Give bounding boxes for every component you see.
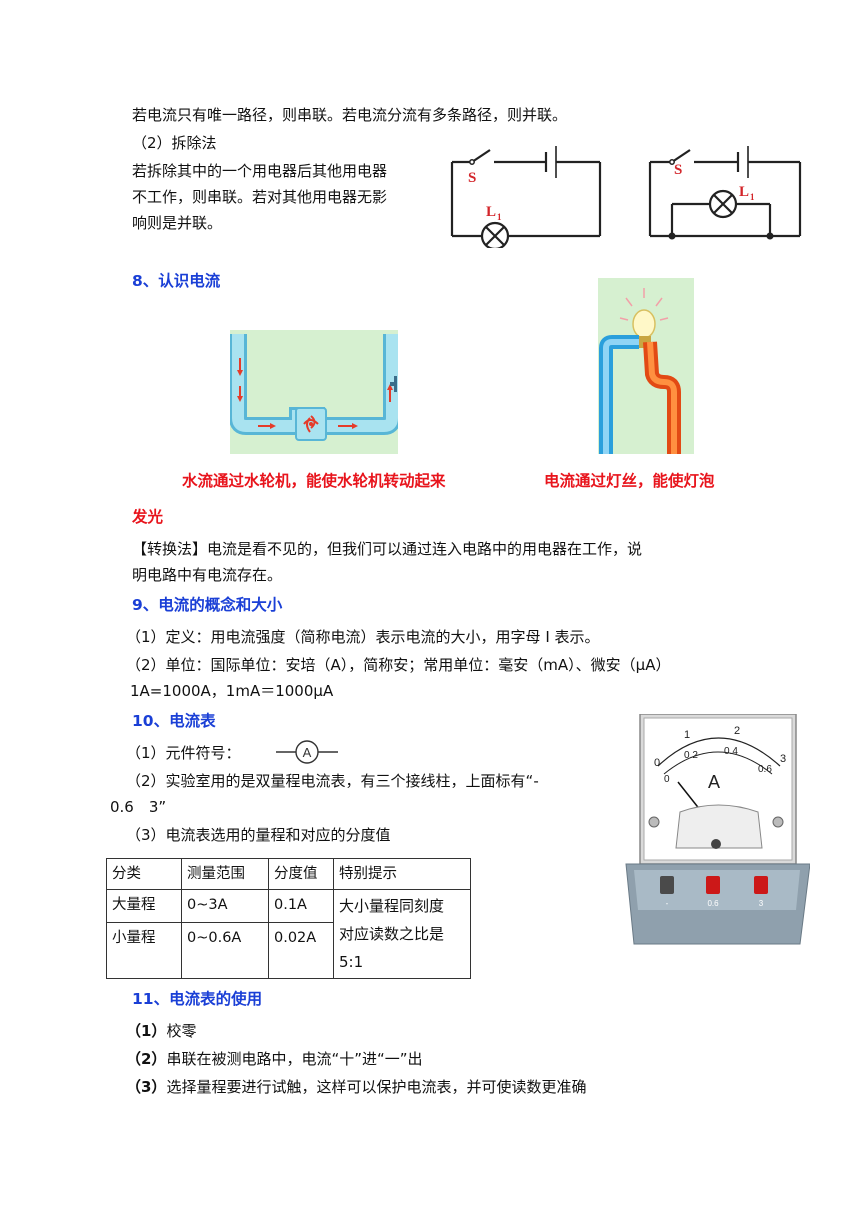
definition-line: （1）定义：用电流强度（简称电流）表示电流的大小，用字母 I 表示。: [126, 628, 600, 646]
table-cell: 0.1A: [268, 889, 334, 923]
table-cell: 0.02A: [268, 922, 334, 979]
ammeter-illustration: 0 1 2 3 0 0.2 0.4 0.6 A - 0.6 3: [625, 714, 810, 945]
removal-line-3: 响则是并联。: [132, 214, 223, 232]
lamp-subscript: 1: [497, 212, 502, 222]
scale-bottom-1: 0.2: [684, 750, 698, 761]
intro-line: 若电流只有唯一路径，则串联。若电流分流有多条路径，则并联。: [132, 106, 568, 124]
scale-bottom-3: 0.6: [758, 764, 772, 775]
range-table: 分类 测量范围 分度值 特别提示 大量程 0~3A 0.1A 大小量程同刻度 对…: [106, 858, 471, 979]
removal-line-2: 不工作，则串联。若对其他用电器无影: [132, 188, 388, 206]
terminals-line-b: 0.6 3”: [110, 798, 167, 816]
section-9-title: 9、电流的概念和大小: [132, 596, 283, 614]
table-note: 大小量程同刻度 对应读数之比是 5:1: [333, 889, 471, 979]
usage-item-3: （3）选择量程要进行试触，这样可以保护电流表，并可使读数更准确: [126, 1078, 587, 1096]
conversion-method-line-2: 明电路中有电流存在。: [132, 566, 283, 584]
table-header: 测量范围: [181, 858, 269, 890]
lamp-subscript: 1: [750, 192, 755, 202]
conversion-method-line-1: 【转换法】电流是看不见的，但我们可以通过连入电路中的用电器在工作，说: [132, 540, 643, 558]
water-wheel-illustration: [230, 330, 398, 454]
switch-label: S: [468, 170, 476, 186]
unit-line: （2）单位：国际单位：安培（A），简称安；常用单位：毫安（mA）、微安（μA）: [126, 656, 671, 674]
table-cell: 小量程: [106, 922, 182, 979]
usage-item-2: （2）串联在被测电路中，电流“十”进“一”出: [126, 1050, 423, 1068]
method-heading: （2）拆除法: [132, 134, 217, 152]
table-header: 特别提示: [333, 858, 471, 890]
symbol-letter: A: [303, 745, 312, 760]
section-10-title: 10、电流表: [132, 712, 216, 730]
scale-top-2: 2: [734, 725, 740, 737]
scale-top-3: 3: [780, 753, 786, 765]
table-header: 分度值: [268, 858, 334, 890]
lamp-label: L: [486, 204, 496, 220]
scale-top-1: 1: [684, 729, 690, 741]
terminal-label: 0.6: [707, 899, 719, 908]
meter-unit: A: [708, 772, 720, 792]
water-wheel-caption: 水流通过水轮机，能使水轮机转动起来: [182, 472, 446, 490]
table-cell: 0~0.6A: [181, 922, 269, 979]
table-row: 大量程 0~3A 0.1A 大小量程同刻度 对应读数之比是 5:1: [106, 889, 471, 979]
table-row: 小量程 0~0.6A 0.02A: [106, 922, 471, 979]
series-circuit-diagram: S L 1: [450, 146, 602, 248]
symbol-label: （1）元件符号：: [126, 744, 241, 762]
usage-item-1: （1）校零: [126, 1022, 197, 1040]
light-bulb-illustration: [598, 278, 694, 454]
scale-bottom-0: 0: [664, 774, 670, 785]
section-11-title: 11、电流表的使用: [132, 990, 263, 1008]
lamp-label: L: [739, 184, 749, 200]
range-line: （3）电流表选用的量程和对应的分度值: [126, 826, 391, 844]
table-cell: 大量程: [106, 889, 182, 923]
terminal-label: -: [666, 899, 669, 908]
table-header: 分类: [106, 858, 182, 890]
terminal-label: 3: [759, 899, 764, 908]
terminals-line-a: （2）实验室用的是双量程电流表，有三个接线柱，上面标有“-: [126, 772, 539, 790]
bulb-caption-continued: 发光: [132, 508, 164, 526]
switch-label: S: [674, 162, 682, 178]
table-header-row: 分类 测量范围 分度值 特别提示: [106, 858, 471, 890]
scale-bottom-2: 0.4: [724, 746, 738, 757]
ammeter-symbol: A: [276, 740, 338, 764]
scale-top-0: 0: [654, 757, 660, 769]
bulb-caption: 电流通过灯丝，能使灯泡: [544, 472, 715, 490]
removal-line-1: 若拆除其中的一个用电器后其他用电器: [132, 162, 388, 180]
conversion-line: 1A=1000A，1mA＝1000μA: [130, 682, 334, 700]
section-8-title: 8、认识电流: [132, 272, 221, 290]
parallel-circuit-diagram: S L 1: [648, 146, 802, 240]
table-cell: 0~3A: [181, 889, 269, 923]
